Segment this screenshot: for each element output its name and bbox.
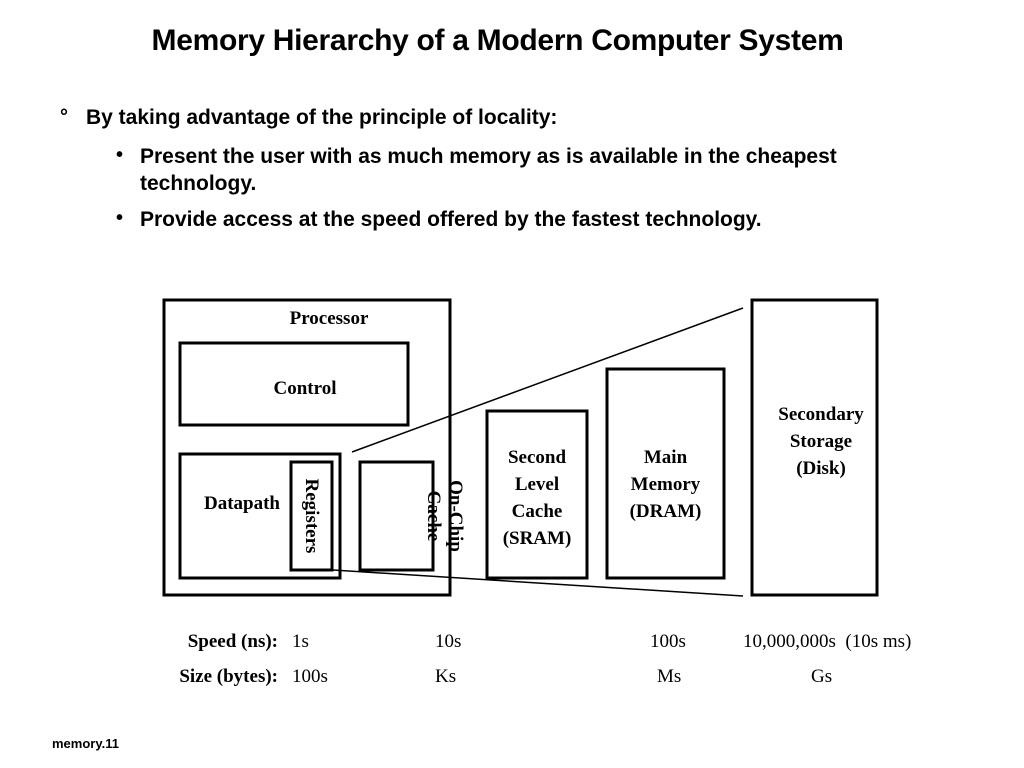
main-memory-box — [605, 367, 726, 580]
size-value-registers: 100s — [292, 666, 328, 687]
second-level-cache-line-4: (SRAM) — [502, 528, 572, 549]
on-chip-cache-text: On-Chip Cache — [423, 480, 466, 552]
main-memory-line-2: Memory — [630, 474, 701, 495]
on-chip-cache-box — [358, 460, 435, 572]
main-memory-line-1: Main — [643, 447, 688, 468]
bullet-marker-2: • — [116, 207, 124, 229]
speed-value-disk: 10,000,000s (10s ms) — [743, 631, 912, 652]
size-value-disk: Gs — [811, 666, 833, 687]
speed-value-main-memory: 100s — [650, 631, 686, 652]
second-level-cache-box — [485, 409, 589, 580]
size-value-cache: Ks — [435, 666, 457, 687]
secondary-storage-line-3: (Disk) — [796, 458, 846, 479]
datapath-box — [178, 452, 342, 580]
second-level-cache-line-3: Cache — [511, 501, 563, 522]
speed-value-registers: 1s — [292, 631, 309, 652]
secondary-storage-line-1: Secondary — [778, 404, 864, 425]
registers-label: Registers — [301, 478, 322, 554]
speed-row-label: Speed (ns): — [187, 631, 278, 652]
processor-box — [162, 298, 452, 597]
hierarchy-top-line — [351, 307, 744, 453]
speed-value-cache: 10s — [435, 631, 462, 652]
secondary-storage-label: Secondary Storage (Disk) — [752, 401, 890, 482]
processor-label: Processor — [289, 308, 369, 329]
slide-title: Memory Hierarchy of a Modern Computer Sy… — [151, 24, 844, 57]
control-label: Control — [273, 378, 337, 399]
hierarchy-bottom-line — [332, 569, 744, 597]
second-level-cache-line-1: Second — [507, 447, 567, 468]
on-chip-cache-label: On-Chip Cache — [422, 456, 466, 576]
secondary-storage-box — [750, 298, 879, 597]
size-value-main-memory: Ms — [657, 666, 682, 687]
second-level-cache-label: Second Level Cache (SRAM) — [487, 444, 587, 552]
registers-box — [289, 460, 334, 572]
secondary-storage-line-2: Storage — [789, 431, 853, 452]
datapath-label: Datapath — [203, 493, 280, 514]
control-box — [178, 341, 410, 427]
size-row-label: Size (bytes): — [179, 666, 278, 687]
intro-text: By taking advantage of the principle of … — [86, 106, 558, 129]
bullet-text-1: Present the user with as much memory as … — [140, 145, 837, 195]
main-memory-label: Main Memory (DRAM) — [607, 444, 724, 525]
slide-footer: memory.11 — [52, 736, 119, 751]
main-memory-line-3: (DRAM) — [629, 501, 702, 522]
bullet-text-2: Provide access at the speed offered by t… — [140, 208, 762, 231]
bullet-marker-1: • — [116, 144, 124, 166]
intro-bullet-marker: ° — [60, 106, 68, 128]
second-level-cache-line-2: Level — [514, 474, 560, 495]
